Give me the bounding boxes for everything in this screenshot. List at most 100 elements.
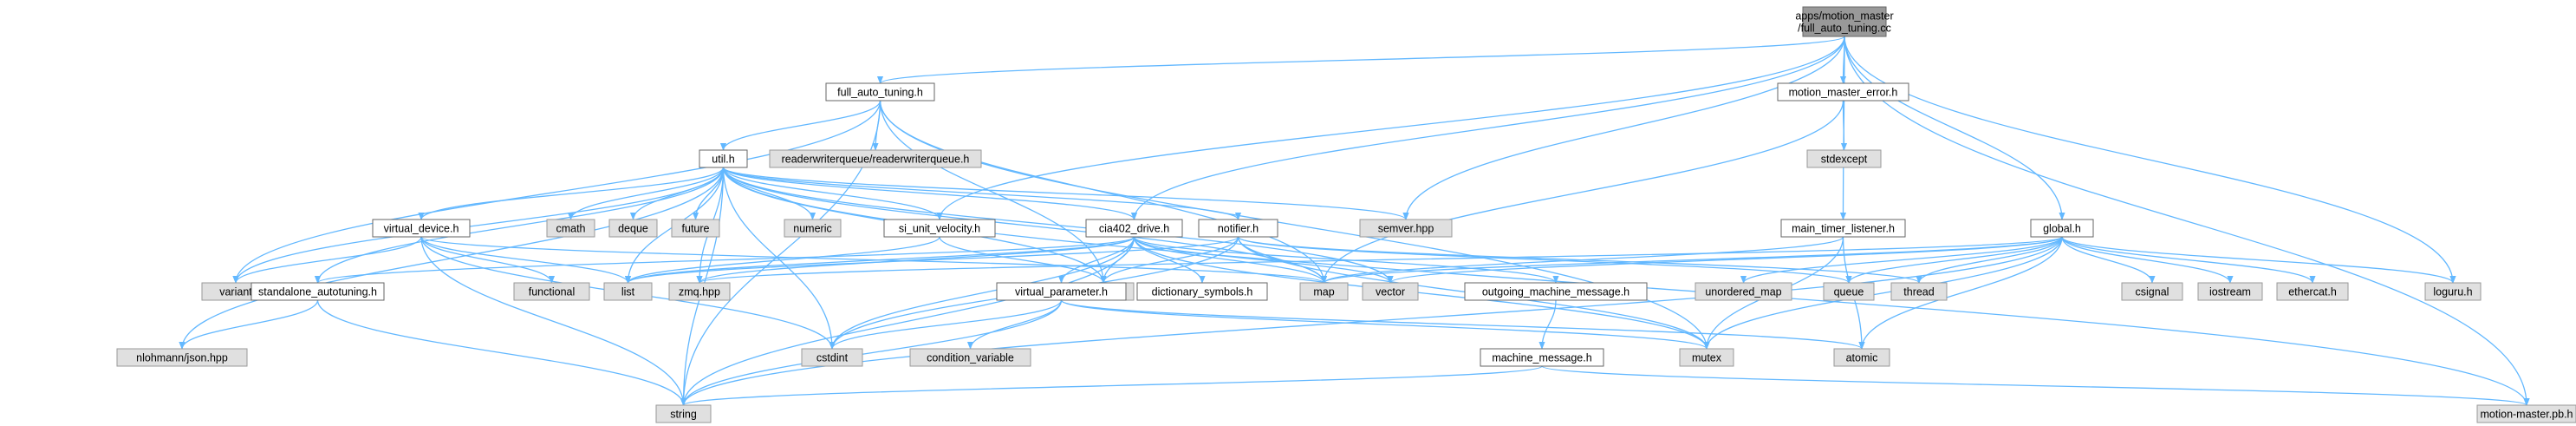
node-box [1802, 6, 1887, 37]
node-virtual-device-h[interactable]: virtual_device.h [372, 219, 471, 238]
node-label: cia402_drive.h [1099, 223, 1169, 235]
node-label: csignal [2136, 286, 2169, 298]
node-box [2476, 404, 2576, 423]
edge-cia402_drive_h-to-map [1133, 236, 1328, 284]
edge-virtual_device_h-to-list [420, 236, 632, 284]
edge-global_h-to-vector [1387, 236, 2063, 284]
edge-cia402_drive_h-to-cstdint [829, 236, 1135, 350]
node-label: si_unit_velocity.h [899, 223, 980, 235]
node-label: global.h [2043, 223, 2081, 235]
node-box [372, 219, 471, 238]
node-virtual-parameter-h[interactable]: virtual_parameter.h [996, 282, 1127, 301]
node-full-auto-tuning-h[interactable]: full_auto_tuning.h [825, 82, 935, 102]
node-map: map [1299, 282, 1349, 301]
node-label: iostream [2209, 286, 2251, 298]
edge-virtual_device_h-to-variant [232, 236, 422, 284]
node-box [2121, 282, 2183, 301]
node-loguru: loguru.h [2424, 282, 2482, 301]
node-motion-master-error-h[interactable]: motion_master_error.h [1777, 82, 1909, 102]
node-numeric: numeric [784, 219, 842, 238]
node-mutex: mutex [1679, 348, 1734, 367]
edge-virtual_parameter_h-to-mutex [1060, 299, 1710, 350]
edge-util_h-to-cmath [567, 167, 725, 220]
edge-global_h-to-csignal [2061, 236, 2156, 284]
node-box [1136, 282, 1268, 301]
node-label: vector [1376, 286, 1405, 298]
node-label: /full_auto_tuning.cc [1798, 23, 1891, 35]
edge-virtual_parameter_h-to-cstdint [829, 299, 1063, 350]
node-outgoing-machine-message-h[interactable]: outgoing_machine_message.h [1464, 282, 1648, 301]
node-box [1695, 282, 1792, 301]
edge-full_auto_tuning_h-to-variant [232, 100, 881, 284]
edge-util_h-to-variant [232, 167, 725, 284]
node-box [2030, 219, 2094, 238]
edge-machine_message_h-to-motion_master_pb [1541, 365, 2530, 406]
edge-full_auto_tuning_h-to-util_h [719, 100, 881, 151]
edge-global_h-to-zmq [696, 236, 2063, 284]
node-label: queue [1834, 286, 1864, 298]
node-root[interactable]: apps/motion_master/full_auto_tuning.cc [1795, 6, 1894, 37]
edge-notifier_h-to-chrono [1100, 236, 1239, 284]
node-label: deque [618, 223, 648, 235]
node-machine-message-h[interactable]: machine_message.h [1480, 348, 1604, 367]
node-label: notifier.h [1218, 223, 1259, 235]
edge-cia402_drive_h-to-virtual_parameter_h [1057, 236, 1135, 284]
edge-global_h-to-ethercat [2061, 236, 2316, 284]
node-label: cmath [556, 223, 585, 235]
node-label: variant [219, 286, 252, 298]
node-label: list [621, 286, 635, 298]
node-main-timer-listener-h[interactable]: main_timer_listener.h [1780, 219, 1906, 238]
node-label: cstdint [816, 352, 849, 364]
node-box [784, 219, 842, 238]
node-box [1464, 282, 1648, 301]
node-vector: vector [1362, 282, 1419, 301]
edge-standalone_autotuning_h-to-nlohmann [179, 299, 319, 350]
node-label: outgoing_machine_message.h [1482, 286, 1630, 298]
node-label: atomic [1846, 352, 1878, 364]
node-si-unit-velocity-h[interactable]: si_unit_velocity.h [883, 219, 996, 238]
node-global-h[interactable]: global.h [2030, 219, 2094, 238]
node-standalone-autotuning-h[interactable]: standalone_autotuning.h [250, 282, 385, 301]
node-ethercat: ethercat.h [2276, 282, 2349, 301]
node-label: dictionary_symbols.h [1152, 286, 1253, 298]
node-label: string [670, 409, 697, 421]
node-cia402-drive-h[interactable]: cia402_drive.h [1085, 219, 1183, 238]
node-stdexcept: stdexcept [1806, 149, 1882, 168]
node-zmq: zmq.hpp [668, 282, 731, 301]
node-label: functional [529, 286, 576, 298]
node-box [1085, 219, 1183, 238]
edge-util_h-to-standalone_autotuning_h [314, 167, 725, 284]
node-queue: queue [1823, 282, 1875, 301]
edge-virtual_parameter_h-to-atomic [1060, 299, 1865, 350]
node-box [2424, 282, 2482, 301]
edge-util_h-to-virtual_device_h [418, 167, 725, 220]
node-box [909, 348, 1031, 367]
node-notifier-h[interactable]: notifier.h [1198, 219, 1278, 238]
node-box [116, 348, 248, 367]
edge-si_unit_velocity_h-to-list [624, 236, 940, 284]
edge-util_h-to-notifier_h [722, 167, 1241, 220]
node-box [1480, 348, 1604, 367]
node-label: semver.hpp [1378, 223, 1434, 235]
node-box [513, 282, 590, 301]
node-box [699, 149, 748, 168]
node-label: numeric [793, 223, 831, 235]
edge-virtual_parameter_h-to-condition_variable [966, 299, 1063, 350]
edge-root-to-global_h [1844, 36, 2065, 220]
edge-virtual_device_h-to-functional [420, 236, 556, 284]
edge-util_h-to-vector [722, 167, 1394, 284]
node-label: virtual_device.h [384, 223, 459, 235]
node-dictionary-symbols-h[interactable]: dictionary_symbols.h [1136, 282, 1268, 301]
edge-cia402_drive_h-to-string [680, 236, 1135, 406]
node-box [1806, 149, 1882, 168]
node-box [1823, 282, 1875, 301]
edge-util_h-to-si_unit_velocity_h [722, 167, 943, 220]
node-string: string [655, 404, 712, 423]
edge-root-to-cia402_drive_h [1130, 36, 1845, 220]
nodes-layer: apps/motion_master/full_auto_tuning.ccfu… [116, 6, 2576, 423]
edge-util_h-to-semver [722, 167, 1409, 220]
edge-global_h-to-iostream [2061, 236, 2234, 284]
node-util-h[interactable]: util.h [699, 149, 748, 168]
edge-global_h-to-atomic [1858, 236, 2063, 350]
